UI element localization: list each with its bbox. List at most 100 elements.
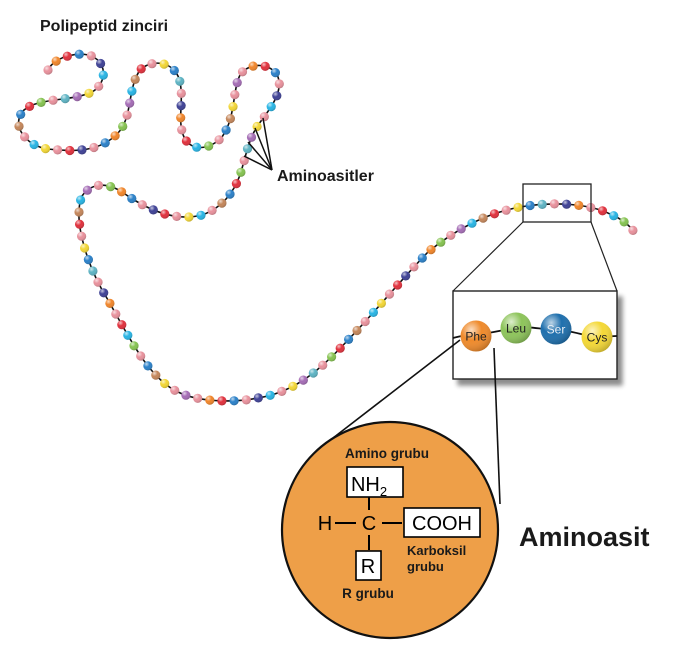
amino-acid-bead-shade (225, 114, 235, 124)
amino-acid-bead-shade (193, 393, 203, 403)
amino-acids-pointer-lines (243, 117, 273, 171)
hydrogen-atom: H (318, 513, 332, 535)
amino-acid-bead-shade (467, 218, 477, 228)
amino-acid-title: Aminoasit (519, 522, 650, 552)
amino-acid-bead-shade (259, 112, 269, 122)
residue-label: Ser (547, 323, 566, 337)
amino-acid-bead-shade (72, 92, 82, 102)
r-text: R (361, 556, 375, 578)
amino-acid-bead-shade (160, 378, 170, 389)
amino-acid-bead-shade (176, 101, 186, 111)
amino-acid-bead-shade (417, 253, 427, 263)
amino-acid-bead-shade (205, 395, 215, 405)
amino-acid-bead-shade (248, 61, 258, 71)
amino-acid-bead-shade (29, 139, 39, 150)
amino-acid-bead-shade (214, 135, 224, 145)
amino-acid-bead-shade (478, 213, 488, 223)
amino-acid-bead-shade (176, 88, 186, 98)
residue-bead-shade (581, 321, 613, 353)
cooh-text: COOH (412, 513, 472, 535)
amino-acid-bead-shade (628, 225, 638, 235)
amino-acid-bead-shade (308, 368, 318, 378)
cooh-box (403, 507, 481, 538)
amino-acid-bead-shade (574, 200, 584, 210)
amino-acid-bead-shade (20, 132, 30, 142)
r-group-label: R grubu (342, 586, 394, 601)
amino-acid-bead-shade (236, 167, 246, 177)
amino-acid-bead-shade (94, 81, 104, 91)
amino-acid-bead-shade (597, 206, 608, 216)
amino-acid-bead-shade (231, 179, 241, 189)
amino-acid-bead-shade (368, 307, 378, 317)
amino-acid-bead-shade (172, 211, 182, 221)
amino-acid-circle (280, 420, 500, 640)
amino-acid-bead-shade (562, 199, 572, 209)
amino-acid-bead-shade (127, 193, 137, 204)
amino-acid-bead-shade (426, 245, 436, 255)
amino-acid-bead-shade (230, 90, 240, 100)
residue-phe: Phe (460, 320, 492, 352)
amino-acid-bead-shade (82, 185, 92, 195)
amino-acid-bead-shade (86, 51, 96, 61)
amino-acid-bead-shade (298, 375, 308, 385)
amino-acid-bead-shade (159, 59, 169, 69)
nh2-text: NH2 (351, 474, 387, 499)
amino-acid-bead-shade (393, 280, 403, 290)
amino-acid-bead-shade (110, 131, 120, 141)
amino-acid-bead-shade (170, 385, 180, 395)
amino-acid-bead-shade (175, 76, 185, 86)
amino-acid-bead-shade (148, 205, 158, 215)
chain-title: Polipeptid zinciri (40, 18, 168, 35)
amino-acid-bead-shade (74, 207, 84, 217)
amino-acid-bead-shade (204, 141, 214, 151)
amino-acid-bead-shade (221, 125, 231, 135)
amino-acid-bead-shade (376, 298, 386, 308)
amino-acid-bead-shade (118, 121, 128, 131)
amino-acid-bead-shade (89, 142, 99, 153)
amino-acid-bead-shade (327, 352, 337, 362)
amino-acid-bead-shade (260, 61, 270, 71)
amino-acid-bead-shade (181, 390, 191, 400)
amino-acid-bead-shade (252, 121, 262, 132)
amino-acid-bead-shade (272, 91, 282, 101)
amino-acid-bead-shade (151, 370, 161, 380)
amino-acid-bead-shade (129, 341, 139, 351)
amino-acid-bead-shade (65, 145, 75, 156)
amino-acid-bead-shade (88, 266, 98, 276)
amino-acid-bead-shade (93, 180, 104, 190)
carboxyl-label-line2: grubu (407, 559, 444, 574)
amino-acid-bead-shade (77, 145, 87, 155)
amino-acid-bead-shade (456, 224, 466, 234)
amino-acid-bead-shade (217, 198, 227, 208)
amino-acid-bead-shade (181, 136, 191, 146)
residue-leu: Leu (500, 312, 532, 344)
amino-acid-bead-shade (352, 325, 362, 336)
residue-bead-shade (460, 320, 492, 352)
amino-acid-bead-shade (266, 102, 276, 112)
residue-bead-shade (540, 313, 572, 345)
residue-label: Leu (506, 322, 526, 336)
amino-acid-bead-shade (122, 110, 132, 120)
amino-acid-bead-shade (75, 219, 85, 229)
residue-label: Cys (587, 331, 608, 345)
amino-acid-bead-shade (105, 298, 115, 308)
amino-acid-bead-shade (160, 209, 170, 219)
amino-acid-bead-shade (16, 109, 26, 119)
amino-acid-bead-shade (609, 211, 619, 221)
amino-acid-bead-shade (137, 200, 147, 210)
amino-acid-bead-shade (84, 88, 94, 98)
amino-acid-bead-shade (147, 59, 157, 69)
amino-acid-bead-shade (360, 316, 370, 327)
amino-acid-bead-shade (177, 125, 187, 135)
amino-acid-bead-shade (176, 113, 186, 123)
amino-acid-bead-shade (93, 277, 103, 287)
amino-acid-bead-shade (384, 289, 395, 299)
amino-acid-bead-shade (436, 237, 446, 247)
amino-acid-bead-shade (125, 98, 135, 108)
amino-acid-bead-shade (344, 334, 354, 344)
amino-acid-bead-shade (62, 51, 72, 61)
amino-acid-bead-shade (241, 395, 251, 405)
amino-acid-bead-shade (513, 202, 523, 212)
amino-acid-bead-shade (274, 79, 284, 89)
